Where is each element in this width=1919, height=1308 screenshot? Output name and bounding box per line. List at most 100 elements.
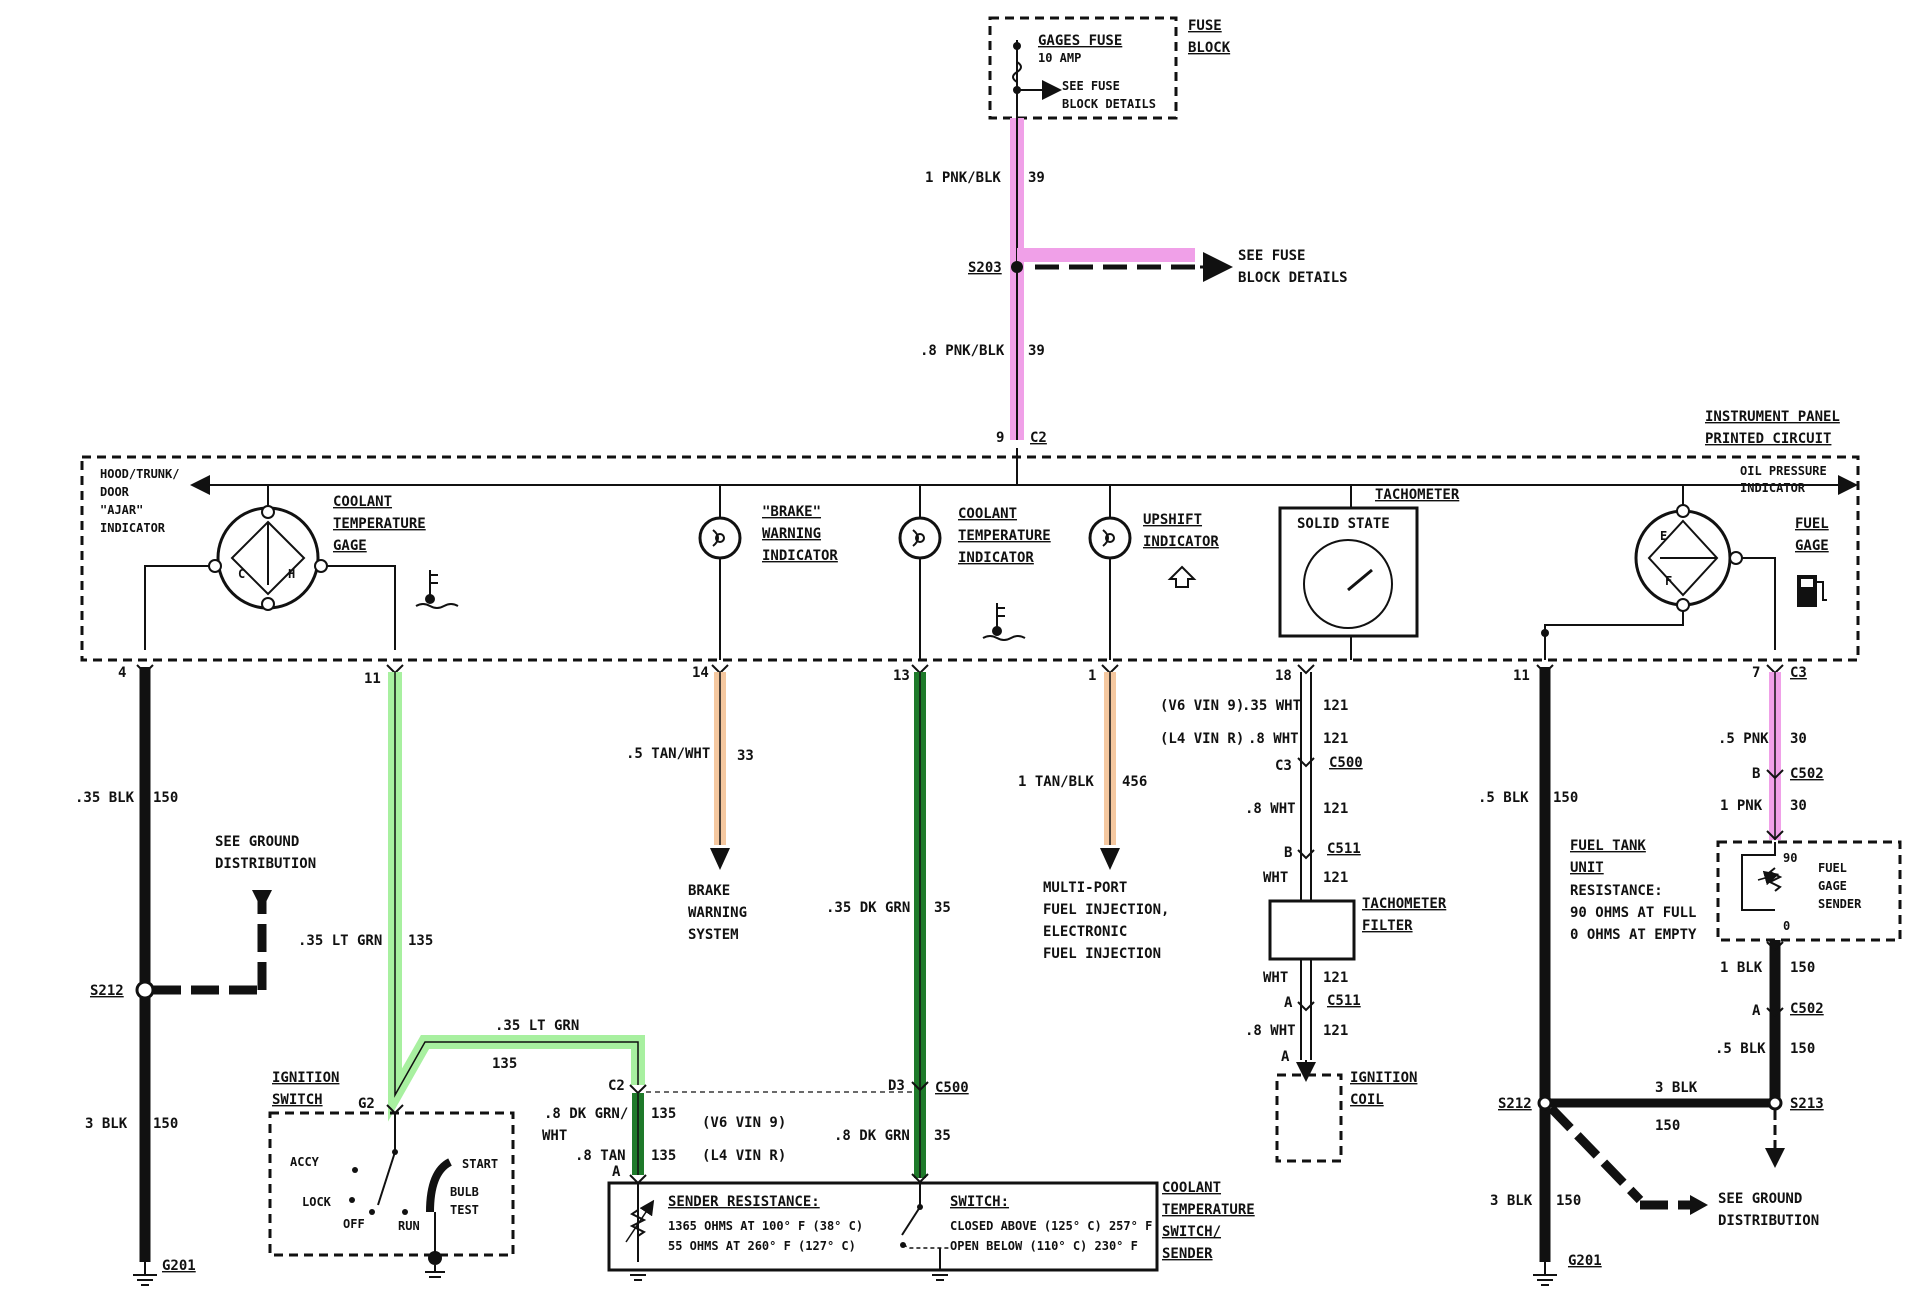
sender-feed-wire [629, 1084, 923, 1185]
sender-dk-size-2: WHT [542, 1128, 567, 1144]
fuel-w2-size: 1 PNK [1720, 798, 1763, 814]
thermometer-icon [415, 570, 459, 609]
cti-wire-size: .35 DK GRN [826, 900, 910, 916]
coil-label-2: COIL [1350, 1092, 1384, 1108]
fuse-block: GAGES FUSE 10 AMP SEE FUSE BLOCK DETAILS… [988, 16, 1231, 120]
fuel-gage-f: F [1665, 574, 1672, 588]
right-ground-splice: S212 [1498, 1096, 1532, 1112]
brake-warning-indicator [698, 485, 742, 660]
fuel-c502: C502 [1790, 766, 1824, 782]
panel-title-2: PRINTED CIRCUIT [1705, 431, 1831, 447]
left-ground-splice: S212 [90, 983, 124, 999]
right-ground-label: G201 [1568, 1253, 1602, 1269]
fuel-sender-2: GAGE [1818, 879, 1847, 893]
tach-w4-number: 121 [1323, 870, 1348, 886]
brake-dest-2: WARNING [688, 905, 747, 921]
pin-18: 18 [1275, 668, 1292, 684]
fuel-pump-icon [1797, 575, 1827, 607]
ignition-label-2: SWITCH [272, 1092, 323, 1108]
pin-14: 14 [692, 665, 709, 681]
coolant-gage-w2-size: .35 LT GRN [495, 1018, 579, 1034]
fuse-name: GAGES FUSE [1038, 33, 1122, 49]
tach-c3: C3 [1275, 758, 1292, 774]
sender-name-1: COOLANT [1162, 1180, 1221, 1196]
fuel-unit-1: FUEL TANK [1570, 838, 1646, 854]
tach-a: A [1284, 995, 1293, 1011]
fuse-rating: 10 AMP [1038, 51, 1081, 65]
brake-wire-number: 33 [737, 748, 754, 764]
fuel-w3-size: 1 BLK [1720, 960, 1763, 976]
coolant-temp-indicator [898, 485, 942, 660]
left-ground-w1-number: 150 [153, 790, 178, 806]
ignition-bulb: BULB [450, 1185, 479, 1199]
fuel-unit-5: 0 OHMS AT EMPTY [1570, 927, 1697, 943]
feed-wire-1-number: 39 [1028, 170, 1045, 186]
coolant-gage-label-2: TEMPERATURE [333, 516, 426, 532]
ignition-start: START [462, 1157, 498, 1171]
tach-b: B [1284, 845, 1292, 861]
upshift-dest-3: ELECTRONIC [1043, 924, 1127, 940]
upshift-dest-4: FUEL INJECTION [1043, 946, 1161, 962]
right-ground-circuit [1533, 667, 1775, 1286]
feed-wire-2-number: 39 [1028, 343, 1045, 359]
fuel-w1-size: .5 PNK [1718, 731, 1769, 747]
right-ground-see-1: SEE GROUND [1718, 1191, 1802, 1207]
brake-indicator-label-2: WARNING [762, 526, 821, 542]
brake-dest-1: BRAKE [688, 883, 730, 899]
fuel-sender-3: SENDER [1818, 897, 1862, 911]
left-ground-w1-size: .35 BLK [75, 790, 135, 806]
pin-c3: C3 [1790, 665, 1807, 681]
sender-dk-size-1: .8 DK GRN/ [544, 1106, 628, 1122]
ignition-lock: LOCK [302, 1195, 332, 1209]
power-feed-wire: 1 PNK/BLK 39 S203 SEE FUSE BLOCK DETAILS… [920, 118, 1348, 446]
pin-11-b: 11 [1513, 668, 1530, 684]
upshift-dest-2: FUEL INJECTION, [1043, 902, 1169, 918]
fuse-block-label-2: BLOCK [1188, 40, 1231, 56]
tach-v6: (V6 VIN 9) [1160, 698, 1244, 714]
upshift-wire [1100, 672, 1120, 870]
tach-c500: C500 [1329, 755, 1363, 771]
fuel-s213: S213 [1790, 1096, 1824, 1112]
sender-res-title: SENDER RESISTANCE: [668, 1194, 820, 1210]
fuel-unit-3: RESISTANCE: [1570, 883, 1663, 899]
cti-wire [911, 672, 929, 1184]
ignition-test: TEST [450, 1203, 479, 1217]
fuel-w1-number: 30 [1790, 731, 1807, 747]
tach-l4-number: 121 [1323, 731, 1348, 747]
sender-switch-title: SWITCH: [950, 1194, 1009, 1210]
fuel-gage-label-2: GAGE [1795, 538, 1829, 554]
fuel-w2-number: 30 [1790, 798, 1807, 814]
sender-switch-2: OPEN BELOW (110° C) 230° F [950, 1239, 1138, 1253]
fuel-gage-label-1: FUEL [1795, 516, 1829, 532]
ajar-label-3: "AJAR" [100, 503, 143, 517]
tach-v6-number: 121 [1323, 698, 1348, 714]
cti-wire-number-2: 35 [934, 1128, 951, 1144]
pin-11-a: 11 [364, 671, 381, 687]
oil-pressure-label-1: OIL PRESSURE [1740, 464, 1827, 478]
gage-c: C [238, 567, 245, 581]
sender-v6: (V6 VIN 9) [702, 1115, 786, 1131]
fuel-sender-90: 90 [1783, 851, 1797, 865]
up-arrow-icon [1167, 565, 1197, 588]
sender-name-4: SENDER [1162, 1246, 1213, 1262]
cti-label-1: COOLANT [958, 506, 1017, 522]
ajar-label-4: INDICATOR [100, 521, 166, 535]
pin-1: 1 [1088, 668, 1096, 684]
tach-w5-number: 121 [1323, 970, 1348, 986]
thermometer-icon [982, 603, 1026, 641]
coolant-gage-label-1: COOLANT [333, 494, 392, 510]
tach-filter-1: TACHOMETER [1362, 896, 1447, 912]
feed-wire-2-size: .8 PNK/BLK [920, 343, 1005, 359]
tach-w6-size: .8 WHT [1245, 1023, 1296, 1039]
right-ground-w3-size: 3 BLK [1490, 1193, 1533, 1209]
brake-dest-3: SYSTEM [688, 927, 739, 943]
sender-switch-1: CLOSED ABOVE (125° C) 257° F [950, 1219, 1152, 1233]
tachometer-label: TACHOMETER [1375, 487, 1460, 503]
tach-filter-2: FILTER [1362, 918, 1413, 934]
ajar-label-2: DOOR [100, 485, 130, 499]
sender-l4: (L4 VIN R) [702, 1148, 786, 1164]
tach-w3-size: .8 WHT [1245, 801, 1296, 817]
brake-wire-size: .5 TAN/WHT [626, 746, 710, 762]
ignition-switch [268, 1104, 515, 1278]
tachometer [1278, 485, 1419, 660]
